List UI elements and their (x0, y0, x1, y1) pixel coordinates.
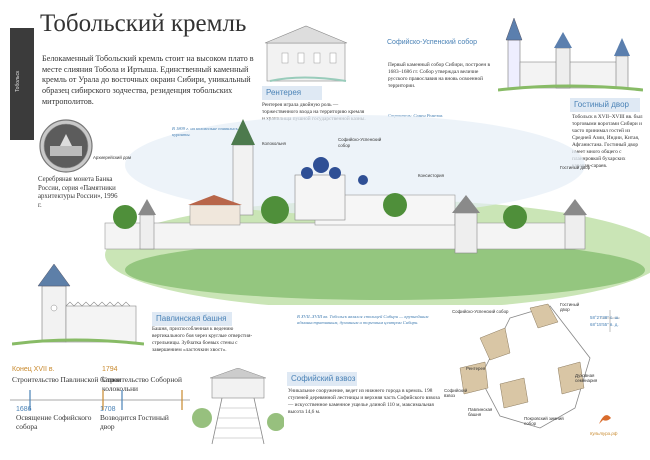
rentereya-sketch (264, 25, 348, 82)
sofia-title: Софийско-Успенский собор (387, 39, 478, 46)
timeline-year-1: 1794 (102, 366, 118, 373)
map-coords-lat: 58°27′38″ с. ш. (590, 315, 620, 320)
stairs-sketch (192, 368, 284, 445)
vzvoz-title-bar (287, 372, 357, 386)
pavlin-title-bar (152, 312, 232, 326)
timeline-text-1: Строительство Соборной колокольни (102, 375, 182, 393)
pavlin-sketch (12, 263, 144, 346)
sofia-text: Первый каменный собор Сибири, построен в… (388, 62, 491, 89)
pavlin-text: Башня, приспособленная к ведению вертика… (152, 326, 253, 353)
vzvoz-title: Софийский взвоз (291, 374, 356, 383)
map-label-sofia: Софийско-Успенский собор (452, 309, 509, 314)
map-label-pokrov: Покровский зимний собор (524, 416, 564, 426)
sofia-note: Строитель: Семен Ремезов. (388, 113, 444, 118)
coin-caption: Серебряная монета Банка России, серия «П… (38, 176, 118, 209)
rentereya-title: Рентерея (266, 88, 302, 97)
label-gostiny: Гостиный двор (560, 165, 591, 170)
publisher-name: Культура.рф (590, 431, 618, 436)
map-label-rentereya: Рентерея (466, 366, 486, 371)
label-konsistoriya: Консистория (418, 173, 444, 178)
page-title: Тобольский кремль (40, 10, 247, 37)
timeline-year-2: 1686 (16, 406, 32, 413)
coin-image (39, 119, 93, 173)
map-label-pavlin: Павлинская башня (468, 407, 493, 417)
timeline-text-2: Освящение Софийского собора (16, 413, 92, 431)
publisher-logo (599, 415, 611, 424)
kremlin-panorama (104, 115, 650, 305)
map-label-sofia-small: Софийский взвоз (444, 388, 468, 398)
buildings-note: В XVII–XVIII вв. Тобольск являлся столиц… (297, 314, 429, 325)
intro-text: Белокаменный Тобольский кремль стоит на … (42, 54, 254, 106)
timeline-year-3: 1708 (100, 406, 116, 413)
gostiny-title: Гостиный двор (574, 100, 629, 109)
side-tab-label: Тобольск (15, 70, 21, 92)
rentereya-title-bar (262, 86, 322, 100)
label-arhiereisky: Архиерейский дом (93, 155, 132, 160)
timeline-text-0: Строительство Павлинской башни (12, 375, 121, 384)
map-coords-lon: 68°15′55″ в. д. (590, 322, 619, 327)
timeline-year-0: Конец XVII в. (12, 366, 55, 373)
timeline-line (10, 390, 190, 410)
label-kolokolnya: Колокольня (262, 141, 286, 146)
map-label-gostiny: Гостиный двор (560, 302, 580, 312)
gostiny-text: Тобольск в XVII–XVIII вв. был торговыми … (572, 114, 643, 169)
gostiny-title-bar (570, 98, 640, 112)
pavlin-title: Павлинская башня (156, 314, 227, 323)
side-tab: Тобольск (10, 28, 34, 140)
panorama-note: В 1809 г. на колокольне появились курант… (172, 126, 238, 137)
label-sofia: Софийско-Успенский собор (338, 137, 382, 148)
map-label-seminary: Духовная семинария (575, 373, 598, 383)
kremlin-sketch-top (498, 17, 643, 92)
vzvoz-text: Уникальное сооружение, ведет из нижнего … (288, 388, 440, 415)
kremlin-map (459, 303, 620, 429)
timeline-text-3: Возводится Гостиный двор (100, 413, 169, 431)
